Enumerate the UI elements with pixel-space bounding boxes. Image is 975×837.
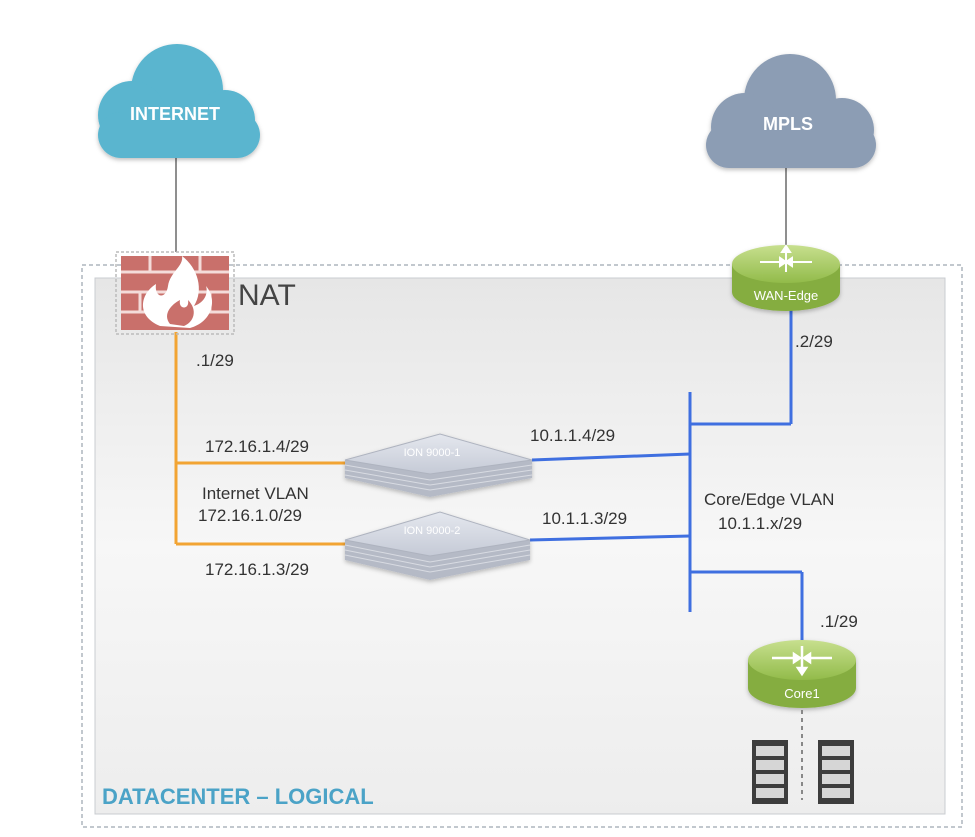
core-vlan-name-label: Core/Edge VLAN — [704, 490, 834, 509]
mpls-cloud-label: MPLS — [763, 114, 813, 134]
mpls-cloud — [706, 54, 876, 168]
ion1-internet-address-label: 172.16.1.4/29 — [205, 437, 309, 456]
server-left-icon — [752, 740, 788, 804]
internet-vlan-subnet-label: 172.16.1.0/29 — [198, 506, 302, 525]
core-router-arrows-icon — [772, 646, 832, 677]
internet-links — [174, 332, 345, 546]
datacenter-zone-label: DATACENTER – LOGICAL — [102, 784, 374, 809]
core-address-label: .1/29 — [820, 612, 858, 631]
ion2-core-address-label: 10.1.1.3/29 — [542, 509, 627, 528]
router-arrows-icon — [760, 244, 812, 272]
core-vlan-subnet-label: 10.1.1.x/29 — [718, 514, 802, 533]
wan-edge-label: WAN-Edge — [754, 288, 819, 303]
internet-cloud-label: INTERNET — [130, 104, 220, 124]
cloud-uplinks — [175, 158, 787, 252]
ion1-core-address-label: 10.1.1.4/29 — [530, 426, 615, 445]
wan-edge-address-label: .2/29 — [795, 332, 833, 351]
nat-address-label: .1/29 — [196, 351, 234, 370]
ion-9000-2-device — [344, 511, 531, 580]
ion2-internet-address-label: 172.16.1.3/29 — [205, 560, 309, 579]
nat-firewall — [115, 251, 235, 335]
core1-label: Core1 — [784, 686, 819, 701]
core-edge-links — [529, 310, 804, 645]
internet-vlan-name-label: Internet VLAN — [202, 484, 309, 503]
ion-9000-1-device — [344, 433, 533, 497]
ion-9000-2-label: ION 9000-2 — [404, 525, 461, 537]
internet-cloud — [98, 44, 260, 158]
ion-9000-1-label: ION 9000-1 — [404, 447, 461, 459]
flame-icon — [143, 256, 213, 328]
server-right-icon — [818, 740, 854, 804]
nat-label: NAT — [238, 279, 296, 312]
